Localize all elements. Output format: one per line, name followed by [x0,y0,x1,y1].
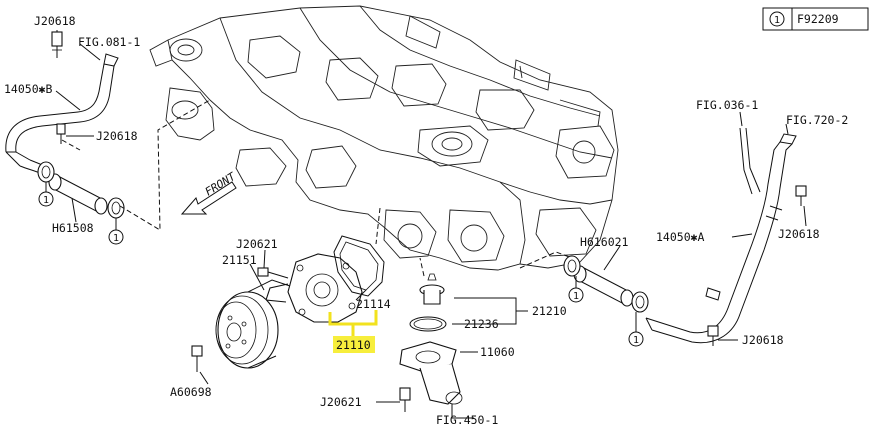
leader-fig720 [785,123,789,135]
bolt-a60698 [191,345,203,372]
label-j20618-top: J20618 [34,14,76,28]
leader-dashed-gasket [375,207,381,245]
label-21110: 21110 [336,338,371,352]
hose-14050b-assembly [5,53,119,177]
label-h61508: H61508 [52,221,94,235]
leader-fig036 [739,111,743,127]
label-j20618-right: J20618 [778,227,820,241]
leader-hose-b [55,90,81,111]
leader-h61508 [71,197,77,223]
label-hose-14050b: 14050✱B [4,82,53,96]
clamp-j20618-right [795,185,807,206]
callout-number: 1 [633,335,639,346]
header-ref-number: 1 [774,15,780,26]
hose-h616021 [573,265,634,307]
leader-dashed-left-2 [61,139,81,151]
thermostat-cover-11060 [399,341,463,405]
highlight-bracket-21110 [328,310,378,353]
callout-circle: 1 [108,229,124,245]
seal-21236 [409,316,447,332]
leader-hose-a [731,233,753,238]
leader-j20621-top [263,249,266,269]
label-j20621-bottom: J20621 [320,395,362,409]
leader-fig450 [451,404,474,419]
label-j20621-top: J20621 [236,237,278,251]
label-21151: 21151 [222,253,257,267]
label-fig081: FIG.081-1 [78,35,140,49]
leader-fig081 [79,43,101,61]
label-fig036: FIG.036-1 [696,98,758,112]
label-h616021: H616021 [580,235,629,249]
pulley-21151 [215,279,291,369]
callout-circle: 1 [38,191,54,207]
figure-code: F92209 [797,12,839,26]
label-j20618-mid: J20618 [96,129,138,143]
bolt-j20621-top [257,267,289,279]
callout-circle: 1 [568,287,584,303]
label-21210: 21210 [532,304,567,318]
leader-a60698 [199,371,209,385]
callout-number: 1 [573,291,579,302]
thermostat-21210 [419,273,445,305]
water-pump-21110 [265,253,363,323]
figure-reference-box: 1 F92209 [762,7,869,31]
label-fig450: FIG.450-1 [436,413,498,427]
label-a60698: A60698 [170,385,212,399]
hose-clamp-left-2 [107,197,125,219]
leader-21114 [355,289,367,301]
front-arrow: FRONT [180,169,239,215]
label-hose-14050a: 14050✱A [656,230,705,244]
hose-clamp-right-1 [563,255,581,277]
leader-21151 [249,263,265,291]
hose-h61508 [48,173,108,215]
leader-dashed-right [519,251,573,269]
label-11060: 11060 [480,345,515,359]
leader-dashed-left [119,99,211,231]
bolt-j20621-bottom [399,387,411,412]
clamp-j20618-top-left [51,31,63,58]
label-j20618-right-bottom: J20618 [742,333,784,347]
leader-h616021 [603,245,621,271]
callout-circle: 1 [628,331,644,347]
callout-number: 1 [113,233,119,244]
callout-number: 1 [43,195,49,206]
label-21114: 21114 [356,297,391,311]
clamp-j20618-right-bottom [707,325,719,346]
engine-block [149,5,619,271]
hose-14050a-assembly [645,127,797,344]
label-fig720: FIG.720-2 [786,113,848,127]
label-21236: 21236 [464,317,499,331]
hose-clamp-left-1 [37,161,55,183]
clamp-j20618-mid-left [56,123,66,144]
hose-clamp-right-2 [631,291,649,313]
leader-j20618-right [803,205,807,227]
leader-dashed-thermo [419,257,425,277]
